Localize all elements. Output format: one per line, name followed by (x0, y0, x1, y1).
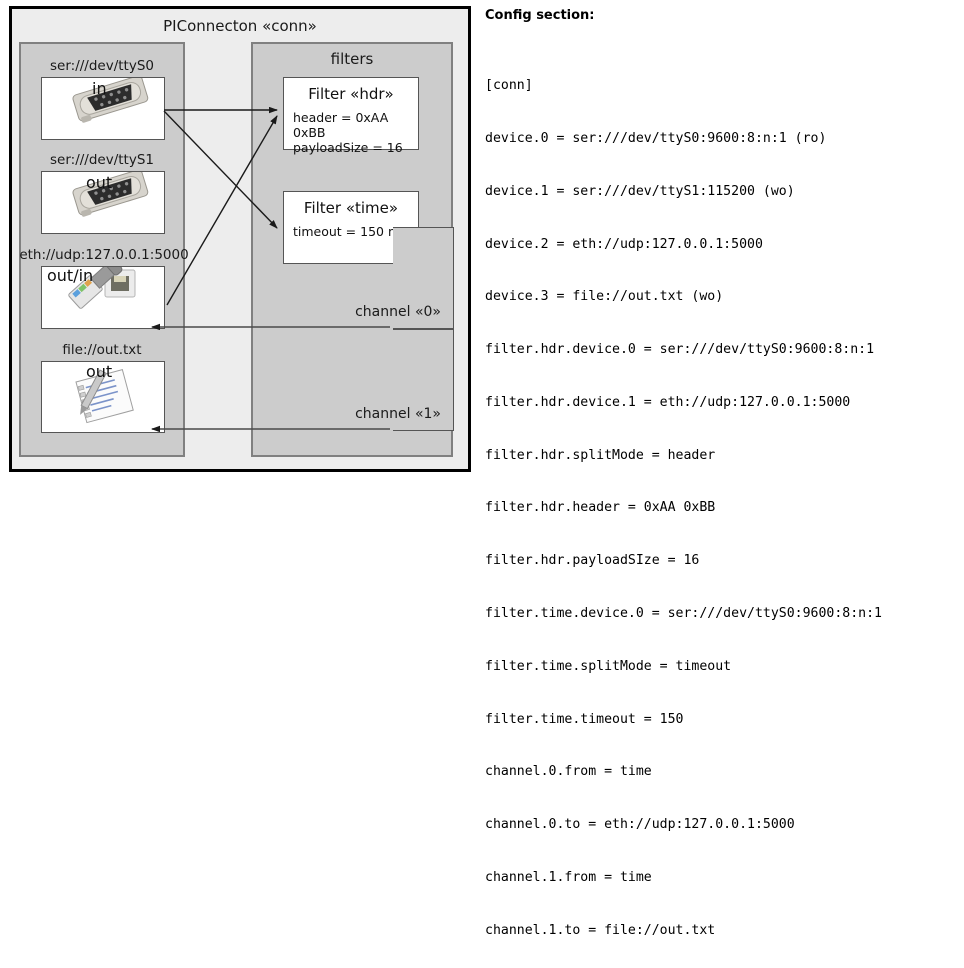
config-text: [conn] device.0 = ser:///dev/ttyS0:9600:… (485, 42, 882, 968)
channel-box-1[interactable] (393, 329, 454, 431)
filter-attr: payloadSize = 16 (293, 140, 403, 155)
filters-panel: filters Filter «hdr» header = 0xAA 0xBB … (251, 42, 454, 457)
config-line: channel.1.from = time (485, 869, 652, 885)
device-label-file: file://out.txt (62, 342, 142, 358)
filter-attrs-time: timeout = 150 ms (293, 224, 407, 239)
device-direction-eth: out/in (47, 266, 94, 285)
config-line: channel.0.from = time (485, 764, 652, 780)
filter-name-hdr: Filter «hdr» (308, 85, 394, 103)
config-line: device.2 = eth://udp:127.0.0.1:5000 (485, 236, 763, 252)
device-box-file[interactable]: out (41, 361, 165, 433)
filter-attr: header = 0xAA 0xBB (293, 110, 389, 140)
config-line: filter.hdr.device.0 = ser:///dev/ttyS0:9… (485, 342, 875, 358)
devices-panel: ser:///dev/ttyS0 in (19, 42, 189, 457)
filter-name-time: Filter «time» (303, 199, 399, 217)
ethernet-plug-icon (68, 257, 136, 309)
config-line: filter.hdr.payloadSIze = 16 (485, 553, 700, 569)
filter-attrs-hdr: header = 0xAA 0xBB payloadSize = 16 (293, 110, 418, 155)
device-label-eth: eth://udp:127.0.0.1:5000 (19, 247, 189, 263)
device-box-ttyS0[interactable]: in (41, 75, 165, 140)
architecture-diagram: PIConnecton «conn» ser:///dev/ttyS0 in (0, 0, 482, 484)
config-line: device.1 = ser:///dev/ttyS1:115200 (wo) (485, 183, 795, 199)
filter-box-hdr[interactable]: Filter «hdr» header = 0xAA 0xBB payloadS… (283, 77, 419, 155)
channel-box-0[interactable] (393, 227, 454, 329)
device-box-ttyS1[interactable]: out (41, 169, 165, 234)
device-box-eth[interactable]: out/in (41, 257, 165, 329)
device-direction-file: out (86, 362, 113, 381)
diagram-page: PIConnecton «conn» ser:///dev/ttyS0 in (0, 0, 964, 938)
config-heading: Config section: (485, 8, 595, 23)
config-line: device.0 = ser:///dev/ttyS0:9600:8:n:1 (… (485, 130, 827, 146)
channel-label-1: channel «1» (355, 406, 441, 422)
channel-label-0: channel «0» (355, 304, 441, 320)
filters-panel-title: filters (330, 50, 374, 68)
container-title: PIConnecton «conn» (163, 17, 317, 35)
config-line: filter.hdr.splitMode = header (485, 447, 716, 463)
device-direction-ttyS1: out (86, 173, 113, 192)
config-line: filter.time.splitMode = timeout (485, 658, 732, 674)
config-line: channel.0.to = eth://udp:127.0.0.1:5000 (485, 817, 795, 833)
device-label-ttyS0: ser:///dev/ttyS0 (50, 58, 154, 74)
config-line: [conn] (485, 78, 533, 94)
device-label-ttyS1: ser:///dev/ttyS1 (50, 152, 154, 168)
config-line: filter.hdr.header = 0xAA 0xBB (485, 500, 716, 516)
serial-port-icon (72, 169, 149, 217)
serial-port-icon (72, 75, 149, 123)
config-line: filter.time.device.0 = ser:///dev/ttyS0:… (485, 606, 882, 621)
device-direction-ttyS0: in (92, 79, 107, 98)
text-file-icon (75, 368, 134, 424)
config-line: device.3 = file://out.txt (wo) (485, 289, 724, 305)
config-line: filter.time.timeout = 150 (485, 711, 684, 727)
config-section: Config section: [conn] device.0 = ser://… (481, 0, 964, 938)
config-line: channel.1.to = file://out.txt (485, 922, 716, 938)
config-line: filter.hdr.device.1 = eth://udp:127.0.0.… (485, 394, 851, 410)
filter-attr: timeout = 150 ms (293, 224, 407, 239)
